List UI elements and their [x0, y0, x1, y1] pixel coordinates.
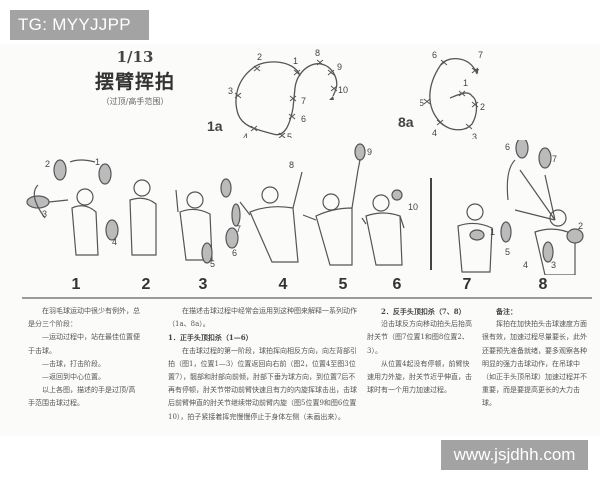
- svg-text:4: 4: [432, 128, 437, 138]
- svg-text:1: 1: [463, 78, 468, 88]
- svg-text:5: 5: [210, 259, 215, 269]
- page-title: 摆臂挥拍: [94, 71, 175, 93]
- svg-text:8: 8: [315, 48, 320, 58]
- svg-text:10: 10: [338, 85, 348, 95]
- figure-number: 2: [141, 276, 151, 293]
- svg-text:10: 10: [408, 202, 418, 212]
- text-column-1: 在羽毛球运动中很少有例外，总是分三个阶段： —运动过程中，站在最佳位置便于击球。…: [28, 305, 140, 411]
- svg-text:2: 2: [45, 159, 50, 169]
- section-heading: 2．反手头顶扣杀（7、8）: [381, 307, 466, 316]
- section-heading: 1．正手头顶扣杀（1—6）: [168, 333, 253, 343]
- book-page: [0, 44, 600, 436]
- paragraph: 以上各图，描述的手是过顶/高手范围击球过程。: [28, 386, 136, 408]
- svg-text:3: 3: [551, 260, 556, 270]
- paragraph: —运动过程中，站在最佳位置便于击球。: [28, 333, 140, 355]
- title-block: 1/13 摆臂挥拍 （过顶/高手范围）: [80, 48, 190, 107]
- svg-text:3: 3: [228, 86, 233, 96]
- swing-path-diagram-1a: 1 2 3 4 5 6 7 8 9 10: [228, 48, 348, 138]
- svg-text:2: 2: [578, 221, 583, 231]
- page-subtitle: （过顶/高手范围）: [101, 97, 169, 106]
- svg-text:5: 5: [420, 98, 424, 108]
- figure-number: 7: [462, 276, 472, 293]
- svg-text:8: 8: [289, 160, 294, 170]
- svg-text:6: 6: [505, 142, 510, 152]
- svg-text:1: 1: [490, 227, 495, 237]
- text-column-4: 备注： 挥拍在加快拍头击球速度方面很有效，加速过程尽量要长，此外还要预先准备就绪…: [482, 305, 590, 411]
- paragraph: 挥拍在加快拍头击球速度方面很有效，加速过程尽量要长，此外还要预先准备就绪，要多观…: [482, 320, 587, 408]
- svg-text:5: 5: [505, 247, 510, 257]
- svg-text:5: 5: [287, 132, 292, 138]
- svg-text:7: 7: [236, 224, 241, 234]
- paragraph: —返回到中心位置。: [42, 373, 105, 382]
- svg-text:1: 1: [293, 56, 298, 66]
- section-divider: [430, 178, 432, 270]
- diagram-label-1a: 1a: [207, 118, 223, 134]
- horizontal-rule: [22, 297, 592, 299]
- figure-number: 4: [278, 276, 288, 293]
- svg-text:7: 7: [301, 96, 306, 106]
- text-column-3: 2．反手头顶扣杀（7、8） 沿击球反方向移动拍头后抬高肘关节（图7位置1和图8位…: [367, 305, 473, 397]
- svg-text:6: 6: [301, 114, 306, 124]
- watermark-bottom: www.jsjdhh.com: [441, 440, 588, 470]
- paragraph: 在击球过程的第一阶段，球拍挥向相反方向，向左背部引拍（图1，位置1—3）位置返回…: [168, 346, 357, 421]
- svg-text:6: 6: [432, 50, 437, 60]
- paragraph: 在羽毛球运动中很少有例外，总是分三个阶段：: [28, 307, 140, 329]
- figure-number: 5: [338, 276, 348, 293]
- paragraph: 在描述击球过程中经常会运用到这种图来解释一系列动作（1a、8a）。: [168, 307, 357, 329]
- svg-text:7: 7: [478, 50, 483, 60]
- page-number: 1/13: [116, 48, 154, 66]
- paragraph: 沿击球反方向移动拍头后抬高肘关节（图7位置1和图8位置2、3）。: [367, 320, 472, 355]
- notes-heading: 备注：: [496, 307, 517, 316]
- svg-text:4: 4: [243, 132, 248, 138]
- svg-text:4: 4: [112, 237, 117, 247]
- svg-text:1: 1: [95, 157, 100, 167]
- svg-text:3: 3: [42, 209, 47, 219]
- swing-path-diagram-8a: 1 2 3 4 5 6 7: [420, 50, 485, 139]
- paragraph: —击球，打击阶段。: [42, 359, 105, 368]
- svg-text:9: 9: [337, 62, 342, 72]
- svg-text:6: 6: [232, 248, 237, 258]
- svg-text:2: 2: [257, 52, 262, 62]
- paragraph: 从位置4起没有停顿，前臂快速用力外旋，肘关节近乎伸直，击球时有一个用力加速过程。: [367, 359, 472, 395]
- svg-text:2: 2: [480, 102, 485, 112]
- diagram-label-8a: 8a: [398, 114, 414, 130]
- watermark-top: TG: MYYJJPP: [10, 10, 149, 40]
- figure-number: 6: [392, 276, 402, 293]
- figure-number: 8: [538, 276, 548, 293]
- figure-number: 3: [198, 276, 208, 293]
- text-column-2: 在描述击球过程中经常会运用到这种图来解释一系列动作（1a、8a）。 1．正手头顶…: [168, 305, 358, 424]
- svg-text:7: 7: [552, 154, 557, 164]
- svg-text:9: 9: [367, 147, 372, 157]
- stroke-sequence-illustrations: 1 2 3 4 5 6 7 8 9 10 1 2 3 4 5 6 7: [26, 140, 584, 275]
- figure-number: 1: [71, 276, 81, 293]
- svg-text:3: 3: [472, 132, 477, 139]
- svg-text:4: 4: [523, 260, 528, 270]
